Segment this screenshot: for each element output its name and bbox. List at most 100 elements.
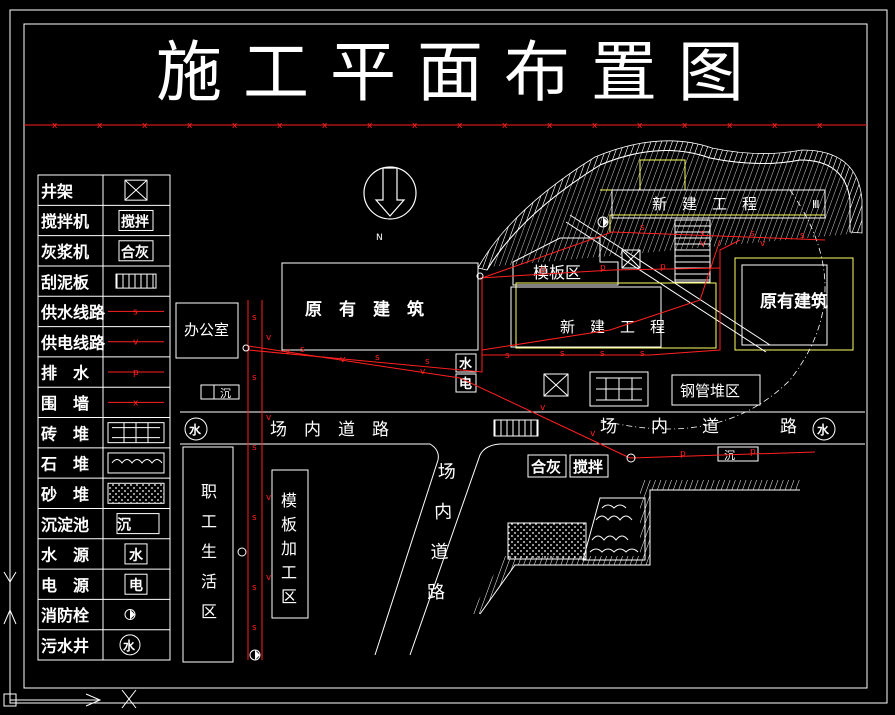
legend-symbol-text: 水: [129, 547, 144, 564]
svg-text:s: s: [252, 373, 257, 383]
north-label: N: [376, 233, 383, 243]
legend-symbol-line-icon: p: [108, 368, 164, 378]
svg-text:s: s: [252, 623, 257, 633]
vertical-char: 板: [281, 515, 297, 534]
svg-text:s: s: [800, 231, 805, 241]
fence-marker: x: [412, 121, 418, 131]
legend-symbol-text: 沉: [117, 517, 131, 534]
legend-symbol-text-icon: 沉: [116, 513, 160, 535]
vertical-char: 加: [281, 539, 297, 558]
svg-text:v: v: [266, 573, 272, 583]
svg-text:v: v: [266, 413, 272, 423]
svg-text:s: s: [560, 349, 565, 359]
svg-text:p: p: [133, 368, 139, 378]
embankment-bottom: [470, 480, 800, 615]
fence-marker: x: [367, 121, 373, 131]
embankment-top: [477, 140, 863, 271]
svg-text:s: s: [700, 229, 705, 239]
vertical-char: 路: [427, 582, 446, 604]
fence-marker: x: [502, 121, 508, 131]
vertical-char: 区: [281, 587, 297, 606]
legend-symbol-text-icon: 水: [124, 543, 148, 565]
vertical-char: 道: [430, 542, 449, 564]
fence-marker: x: [187, 121, 193, 131]
svg-text:水: 水: [189, 422, 202, 437]
legend-symbol-stone-icon: [107, 452, 165, 474]
mortar-mixer-label: 合灰: [530, 458, 561, 476]
legend-symbol-text: 合灰: [121, 244, 149, 261]
north-arrow-icon: [363, 166, 417, 220]
legend-label: 石 堆: [40, 455, 89, 474]
svg-text:v: v: [760, 239, 766, 249]
legend-label: 供电线路: [40, 333, 106, 352]
old-building-right-label: 原有建筑: [760, 291, 828, 312]
utility-lines: [247, 231, 826, 660]
svg-text:s: s: [252, 313, 257, 323]
svg-text:v: v: [266, 493, 272, 503]
legend-label: 围 墙: [41, 394, 89, 413]
formwork-area-outline: [512, 237, 619, 286]
office-label: 办公室: [184, 321, 229, 339]
legend-label: 刮泥板: [41, 273, 90, 292]
old-building-left-label: 原 有 建 筑: [305, 299, 424, 320]
new-building-mid: [510, 286, 662, 348]
svg-text:s: s: [252, 513, 257, 523]
svg-text:s: s: [600, 349, 605, 359]
sedimentation-left-label: 沉: [220, 387, 231, 400]
roman-numeral-label: Ⅲ: [812, 198, 820, 211]
legend-label: 消防栓: [41, 606, 90, 625]
fence-marker: x: [817, 121, 823, 131]
road-right-label-2: 路: [780, 417, 797, 437]
vertical-char: 内: [434, 502, 453, 524]
ucs-axis-icon: [3, 571, 137, 709]
legend-symbol-text-icon: 电: [124, 573, 148, 595]
legend-label: 污水井: [41, 637, 89, 656]
formwork-area-label: 模板区: [533, 263, 581, 282]
legend-symbol-line-icon: x: [108, 398, 164, 408]
road-left-label: 场 内 道 路: [270, 420, 389, 440]
fire-hydrant-icon: [597, 216, 609, 228]
road-right-label: 场 内 道: [600, 417, 719, 437]
new-building-top: [611, 189, 826, 219]
svg-text:s: s: [300, 345, 305, 355]
legend-label: 水 源: [41, 546, 89, 565]
legend-symbol-text: 水: [123, 638, 136, 653]
legend-symbol-text: 搅拌: [121, 213, 149, 230]
concrete-mixer-box: [569, 454, 609, 478]
legend-label: 排 水: [41, 364, 90, 383]
inner-frame: [23, 23, 868, 689]
fence-marker: x: [232, 121, 238, 131]
vertical-char: 区: [201, 602, 217, 621]
legend-symbol-circle-icon: 水: [119, 634, 141, 656]
svg-text:x: x: [133, 398, 139, 408]
fence-marker: x: [97, 121, 103, 131]
svg-text:s: s: [252, 443, 257, 453]
legend-label: 砖 堆: [41, 424, 89, 443]
power-pole-icon-3: [476, 272, 484, 280]
stairs: [674, 219, 711, 283]
vertical-char: 工: [201, 512, 217, 531]
new-building-top-label: 新 建 工 程: [652, 195, 757, 213]
svg-text:s: s: [750, 229, 755, 239]
legend-label: 灰浆机: [41, 242, 89, 261]
concrete-mixer-label: 搅拌: [573, 458, 603, 476]
svg-text:s: s: [505, 351, 510, 361]
legend-symbol-line-icon: s: [108, 307, 164, 317]
legend-symbol-text-icon: 搅拌: [118, 209, 154, 231]
legend-label: 沉淀池: [41, 515, 89, 534]
fence-marker: x: [682, 121, 688, 131]
svg-text:v: v: [266, 333, 272, 343]
sedimentation-tank-left: [200, 384, 240, 400]
svg-text:v: v: [133, 338, 139, 348]
power-pole-icon: [242, 344, 250, 352]
svg-text:s: s: [640, 349, 645, 359]
legend-label: 井架: [41, 182, 73, 201]
fence-marker: x: [772, 121, 778, 131]
crane-boom: [565, 214, 771, 353]
svg-text:v: v: [590, 429, 596, 439]
legend-symbol-boxx-icon: [124, 179, 148, 201]
